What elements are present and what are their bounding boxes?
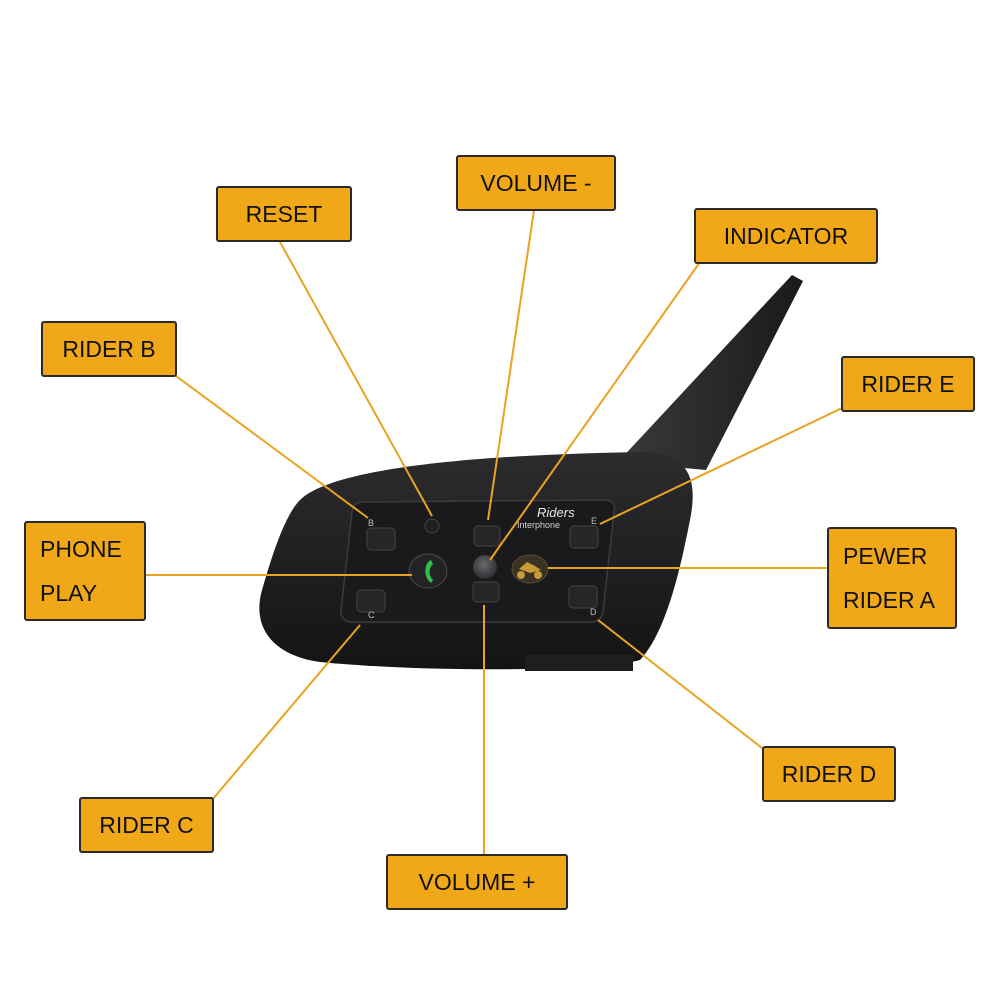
label-volume-minus: VOLUME - [456,155,616,211]
antenna [618,275,803,470]
leader-indicator [489,261,701,561]
letter-c: C [368,610,375,620]
label-indicator-text: INDICATOR [723,222,849,249]
leader-reset [279,241,433,517]
label-rider-c-text: RIDER C [99,811,194,838]
device-brand: Riders [537,505,575,520]
button-rider-d [568,585,598,609]
motorcycle-power-icon [517,562,542,579]
bottom-port [525,655,633,671]
label-rider-d-text: RIDER D [781,760,877,787]
leader-rider-b [175,375,369,519]
label-phone-play-line1: PHONE [40,536,122,562]
label-phone-play: PHONE PLAY [24,521,146,621]
letter-d: D [590,607,597,617]
device-subtitle: Interphone [517,520,560,530]
phone-handset-icon [425,560,433,583]
button-volume-plus [472,581,500,603]
leader-lines [145,209,843,855]
label-rider-b: RIDER B [41,321,177,377]
led-indicator-icon [473,555,497,579]
label-rider-e-text: RIDER E [861,370,955,397]
label-reset: RESET [216,186,352,242]
label-power-rider-a-line2: RIDER A [843,587,936,613]
label-volume-minus-text: VOLUME - [480,169,592,196]
label-rider-e: RIDER E [841,356,975,412]
label-volume-plus-text: VOLUME + [418,868,536,895]
button-rider-c [356,589,386,613]
leader-rider-d [597,619,763,749]
button-volume-minus [473,525,501,547]
letter-e: E [591,516,597,526]
label-volume-plus: VOLUME + [386,854,568,910]
label-rider-d: RIDER D [762,746,896,802]
label-power-rider-a: PEWER RIDER A [827,527,957,629]
leader-rider-e [599,407,843,525]
label-reset-text: RESET [245,200,323,227]
button-rider-e [569,525,599,549]
leader-volume-minus [487,209,535,521]
label-rider-b-text: RIDER B [62,335,156,362]
label-power-rider-a-line1: PEWER [843,543,928,569]
label-rider-c: RIDER C [79,797,214,853]
button-reset [424,518,440,534]
letter-b: B [368,518,374,528]
leader-rider-c [211,624,361,801]
label-phone-play-line2: PLAY [40,580,98,606]
button-rider-b [366,527,396,551]
label-indicator: INDICATOR [694,208,878,264]
